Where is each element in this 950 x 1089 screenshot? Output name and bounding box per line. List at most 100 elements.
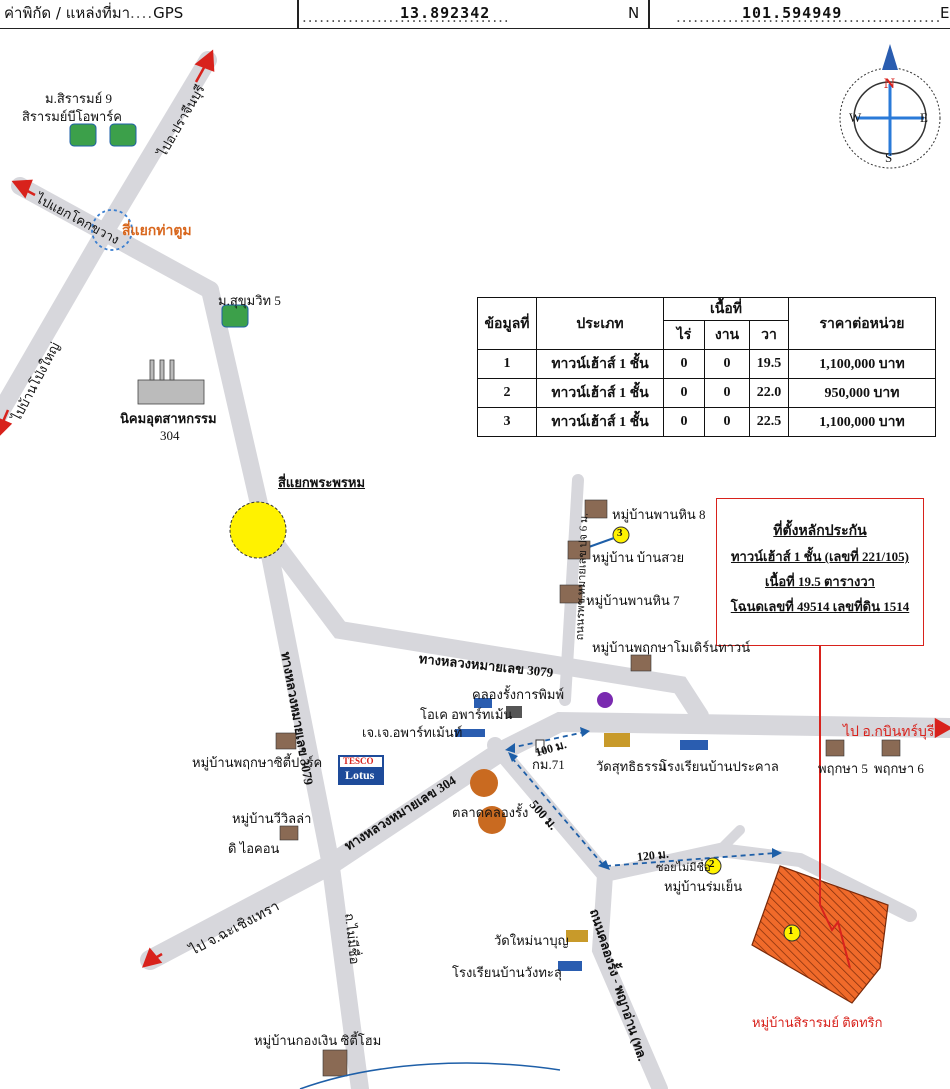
info-type: ทาวน์เฮ้าส์ 1 ชั้น (เลขที่ 221/105)	[730, 549, 909, 564]
gps-longitude-cell: ........................................…	[652, 0, 950, 28]
house-icon	[825, 739, 845, 757]
arrow-to-khok-icon	[11, 179, 33, 199]
cell-ngan: 0	[704, 349, 750, 379]
header-no: ข้อมูลที่	[477, 297, 537, 350]
industrial-304-label: 304	[160, 428, 180, 443]
gps-lat-suffix: N	[628, 4, 640, 22]
cell-price: 950,000 บาท	[788, 378, 936, 408]
gps-latitude: 13.892342	[400, 4, 491, 22]
wat-mai-label: วัดใหม่นาบุญ	[494, 933, 569, 948]
kong-ngern-label: หมู่บ้านกองเงิน ซิตี้โฮม	[254, 1033, 382, 1048]
table-row: 1 ทาวน์เฮ้าส์ 1 ชั้น 0 0 19.5 1,100,000 …	[477, 349, 936, 379]
km-post-icon	[535, 739, 545, 753]
tesco-label: TESCO	[343, 756, 374, 766]
house-icon	[275, 732, 297, 750]
north-arrow-icon	[882, 44, 898, 70]
house-icon	[630, 654, 652, 672]
gps-source: GPS	[153, 4, 184, 22]
to-kabin-label: ไป อ.กบินทร์บุรี	[843, 725, 935, 740]
table-row: 2 ทาวน์เฮ้าส์ 1 ชั้น 0 0 22.0 950,000 บา…	[477, 378, 936, 408]
house-icon	[322, 1049, 348, 1077]
phan-hin7-label: หมู่บ้านพานหิน 7	[586, 593, 680, 608]
apartment-icons	[455, 698, 492, 737]
temple-icons	[566, 733, 630, 942]
ok-apartment-label: โอเค อพาร์ทเม้น	[420, 707, 513, 722]
marker-3-icon	[612, 526, 630, 544]
header-price: ราคาต่อหน่วย	[788, 297, 936, 350]
pruksa6-label: พฤกษา 6	[874, 761, 924, 776]
road-khlong-rung	[487, 737, 668, 1089]
header-area: เนื้อที่	[663, 297, 789, 321]
cell-type: ทาวน์เฮ้าส์ 1 ชั้น	[536, 349, 664, 379]
temple-icon	[604, 733, 630, 747]
school-icons	[558, 740, 708, 971]
water-line	[299, 1062, 561, 1089]
factory-icon	[137, 359, 205, 405]
arrow-to-chachoengsao-icon	[141, 947, 163, 968]
road-3079-horizontal	[256, 521, 709, 725]
tha-tum-intersection-label: สี่แยกท่าตูม	[122, 224, 192, 239]
table-row: 3 ทาวน์เฮ้าส์ 1 ชั้น 0 0 22.5 1,100,000 …	[477, 407, 936, 437]
compass-n: N	[884, 76, 895, 92]
cell-price: 1,100,000 บาท	[788, 349, 936, 379]
gps-label: ค่าพิกัด / แหล่งที่มา....GPS	[4, 4, 184, 22]
gps-label-text: ค่าพิกัด / แหล่งที่มา	[4, 4, 131, 22]
market-basket-icon	[470, 769, 498, 797]
gps-divider	[648, 0, 650, 28]
arrow-to-prachin-icon	[194, 49, 215, 72]
di-icon-label: ดิ ไอคอน	[228, 841, 280, 856]
wat-suthi-label: วัดสุทธิธรรม	[596, 759, 667, 774]
road-to-prachin	[91, 51, 217, 249]
village-icons	[69, 123, 249, 328]
road-soi-branch	[715, 825, 745, 855]
cell-wa: 22.5	[749, 407, 789, 437]
marker-1-label: 1	[788, 925, 794, 937]
header-ngan: งาน	[704, 320, 750, 350]
cell-wa: 19.5	[749, 349, 789, 379]
road-3079-vertical	[201, 281, 369, 1089]
house-icon	[584, 499, 608, 519]
house-icon	[279, 825, 299, 841]
market-basket-icon	[478, 806, 506, 834]
arrow-to-ban-pong-icon	[0, 418, 13, 436]
road-to-khok	[11, 177, 219, 299]
phra-prom-intersection-label: สี่แยกพระพรหม	[278, 475, 366, 490]
temple-icon	[566, 930, 588, 942]
distance-markers	[509, 731, 777, 867]
market-icons	[470, 769, 506, 834]
tha-tum-intersection-marker	[91, 209, 133, 251]
pruksa-modern-label: หมู่บ้านพฤกษาโมเดิร์นทาวน์	[592, 640, 751, 655]
ban-suay-label: หมู่บ้าน บ้านสวย	[592, 550, 685, 565]
gps-divider	[297, 0, 299, 28]
tesco-lotus-logo	[338, 755, 384, 785]
lotus-label: Lotus	[345, 768, 375, 782]
subject-land-plot	[751, 865, 889, 1004]
vivilla-label: หมู่บ้านวีวิลล่า	[232, 811, 312, 826]
apartment-icon	[455, 729, 485, 737]
gps-bar: ค่าพิกัด / แหล่งที่มา....GPS ...........…	[0, 0, 950, 29]
cell-no: 2	[477, 378, 537, 408]
marker-3-label: 3	[617, 527, 623, 539]
apartment-icon	[474, 698, 492, 708]
school-wangthak-label: โรงเรียนบ้านวังทะลุ	[452, 965, 562, 980]
village-icon	[69, 123, 97, 147]
price-table: ข้อมูลที่ ประเภท เนื้อที่ ราคาต่อหน่วย ไ…	[477, 297, 936, 437]
cell-wa: 22.0	[749, 378, 789, 408]
cell-rai: 0	[663, 378, 705, 408]
cell-type: ทาวน์เฮ้าส์ 1 ชั้น	[536, 407, 664, 437]
cell-no: 1	[477, 349, 537, 379]
road-to-ban-pong	[0, 231, 109, 431]
header-rai: ไร่	[663, 320, 705, 350]
market-label: ตลาดคลองรั้ง	[452, 805, 529, 820]
bank-icon	[597, 692, 613, 708]
sirarom-tidtrip-label: หมู่บ้านสิรารมย์ ติดทริก	[752, 1015, 883, 1030]
village-sirarom9-label: ม.สิรารมย์ 9	[45, 91, 112, 106]
marker-1-icon	[783, 924, 801, 942]
school-icon	[558, 961, 582, 971]
house-icons	[275, 499, 901, 1077]
pruksa-city-label: หมู่บ้านพฤกษาซิตี้ปาร์ค	[192, 755, 323, 770]
cell-rai: 0	[663, 349, 705, 379]
compass-s: S	[885, 150, 893, 165]
house-icon	[559, 584, 583, 604]
info-title: ที่ตั้งหลักประกัน	[773, 524, 867, 539]
